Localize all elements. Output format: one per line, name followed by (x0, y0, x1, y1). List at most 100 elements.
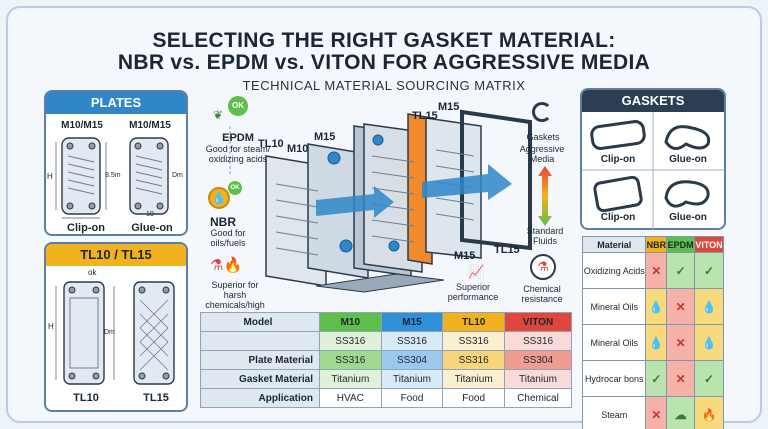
matrix-cell: ☁ (666, 396, 695, 429)
dim-dm: Dm (172, 172, 183, 179)
tl-dim-dm: Dm (104, 329, 115, 336)
spec-row-4-label: Application (200, 388, 320, 408)
leaf-icon: ❦ (213, 108, 224, 122)
matrix-header-nbr: NBR (645, 236, 668, 253)
matrix-row: Hydrocar bons ✓ ✕ ✓ (581, 360, 725, 397)
matrix-row-label: Steam (581, 396, 647, 429)
gaskets-panel: GASKETS Clip-on Glue-on Clip-on Glue-on (580, 88, 726, 230)
nbr-ok-badge: OK (228, 181, 242, 195)
spec-row-2: Plate Material SS316 SS304 SS316 SS304 (200, 350, 572, 370)
spec-header-model: Model (200, 312, 320, 332)
matrix-row-label: Hydrocar bons (581, 360, 647, 397)
gasket-item-2: Glue-on (669, 154, 707, 165)
tl-plates-drawing (55, 281, 175, 385)
nbr-desc: Good for oils/fuels (210, 228, 246, 248)
spec-table: Model M10 M15 TL10 VITON SS316 SS316 SS3… (200, 312, 572, 408)
spec-cell: Chemical (504, 388, 572, 408)
oil-drop-icon: 💧 (208, 187, 230, 209)
matrix-row-label: Mineral Oils (581, 324, 647, 361)
plate-1-label: M10/M15 (61, 120, 103, 131)
tl-panel: TL10 / TL15 ok H Dm TL10 TL15 (44, 242, 188, 412)
spec-cell: HVAC (318, 388, 382, 408)
spec-cell: SS316 (318, 331, 382, 351)
tag-m15-c: M15 (454, 250, 476, 262)
spec-cell: SS316 (318, 350, 382, 370)
spec-cell: SS316 (380, 331, 444, 351)
gasket-item-3: Clip-on (600, 212, 636, 223)
plates-drawing (55, 137, 169, 219)
matrix-cell: ✕ (645, 396, 668, 429)
chemical-resistance-label: Chemical resistance (521, 284, 563, 304)
spec-cell: Titanium (504, 369, 572, 389)
spec-cell: Titanium (318, 369, 382, 389)
chemical-flask-icon: ⚗ (530, 254, 556, 280)
spec-header-m15: M15 (380, 312, 444, 332)
epdm-ok-badge: OK (228, 96, 248, 116)
spec-row-3-label: Gasket Material (200, 369, 320, 389)
spec-row-4: Application HVAC Food Food Chemical (200, 388, 572, 408)
matrix-cell: ✓ (666, 252, 695, 289)
spec-row-2-label: Plate Material (200, 350, 320, 370)
glue-on-label: Glue-on (131, 222, 173, 234)
clip-on-label: Clip-on (67, 222, 105, 234)
gasket-shapes (582, 112, 724, 230)
spec-cell: SS304 (504, 350, 572, 370)
matrix-cell: ✓ (693, 252, 725, 289)
spec-header-m10: M10 (318, 312, 382, 332)
spec-cell: Food (442, 388, 505, 408)
matrix-cell: ✕ (645, 252, 668, 289)
matrix-cell: 💧 (693, 324, 725, 361)
spec-cell: SS304 (380, 350, 444, 370)
dim-85: 8.5m (105, 172, 121, 179)
tag-tl10: TL10 (258, 138, 284, 150)
standard-fluids-label: Standard Fluids (526, 226, 564, 246)
matrix-cell: ✕ (666, 360, 695, 397)
dim-h: H (47, 172, 53, 181)
gaskets-panel-header: GASKETS (582, 90, 724, 112)
tag-tl15-a: TL15 (412, 110, 438, 122)
tl-dim-ok: ok (88, 268, 97, 277)
tl-panel-header: TL10 / TL15 (46, 244, 186, 266)
gradient-arrow-icon (538, 166, 552, 226)
aggressive-media-label: Aggressive Media (519, 144, 565, 164)
tag-m10: M10 (287, 143, 309, 155)
superior-performance-label: Superior performance (447, 282, 499, 302)
spec-row-3: Gasket Material Titanium Titanium Titani… (200, 369, 572, 389)
matrix-row: Steam ✕ ☁ 🔥 (581, 396, 725, 429)
plates-panel: PLATES M10/M15 M10/M15 H 8.5m Dm 10 Clip… (44, 90, 188, 236)
spec-header-row: Model M10 M15 TL10 VITON (200, 312, 572, 332)
plate-2-label: M10/M15 (129, 120, 171, 131)
spec-cell: SS316 (442, 350, 505, 370)
matrix-cell: ✓ (693, 360, 725, 397)
tag-m15-a: M15 (314, 131, 336, 143)
spec-cell: Food (380, 388, 444, 408)
tl15-label: TL15 (143, 392, 169, 404)
matrix-cell: ✓ (645, 360, 668, 397)
gaskets-label: Gaskets (526, 132, 560, 142)
matrix-row-label: Oxidizing Acids (581, 252, 647, 289)
growth-chart-icon: 📈 (468, 264, 485, 279)
matrix-cell: 💧 (645, 288, 668, 325)
page-title: SELECTING THE RIGHT GASKET MATERIAL: NBR… (0, 30, 768, 74)
matrix-header-material: Material (581, 236, 647, 253)
spec-cell: Titanium (380, 369, 444, 389)
title-line-1: SELECTING THE RIGHT GASKET MATERIAL: (152, 29, 616, 52)
spec-row-1: SS316 SS316 SS316 SS316 (200, 331, 572, 351)
flask-fire-icon: ⚗🔥 (210, 257, 243, 274)
spec-cell: Titanium (442, 369, 505, 389)
spec-cell: SS316 (442, 331, 505, 351)
tl10-label: TL10 (73, 392, 99, 404)
tl-dim-h: H (48, 322, 54, 331)
compatibility-matrix: Material NBR EPDM VITON Oxidizing Acids … (581, 236, 725, 429)
matrix-row: Mineral Oils 💧 ✕ 💧 (581, 324, 725, 361)
tag-tl15-b: TL15 (494, 244, 520, 256)
dim-10: 10 (146, 211, 154, 218)
tag-m15-b: M15 (438, 101, 460, 113)
nbr-title: NBR (210, 215, 236, 229)
matrix-cell: ✕ (666, 288, 695, 325)
page-subtitle: TECHNICAL MATERIAL SOURCING MATRIX (242, 78, 526, 93)
epdm-title: EPDM (222, 132, 254, 144)
title-line-2: NBR vs. EPDM vs. VITON FOR AGGRESSIVE ME… (117, 51, 651, 74)
plates-panel-header: PLATES (46, 92, 186, 114)
spec-cell: SS316 (504, 331, 572, 351)
